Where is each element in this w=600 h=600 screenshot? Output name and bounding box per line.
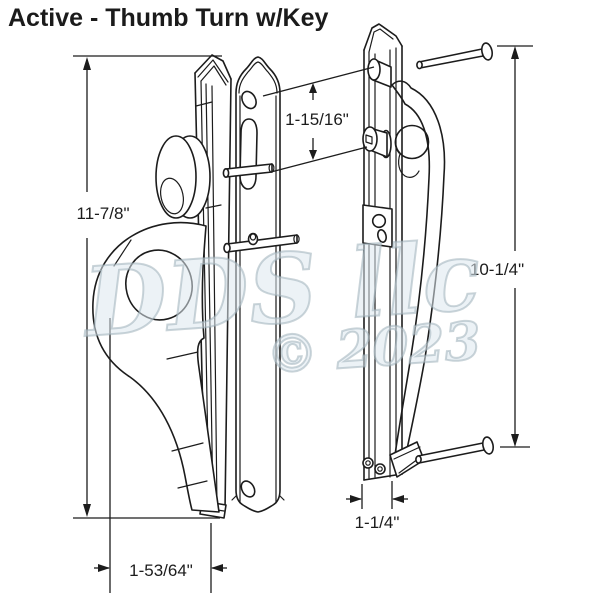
dim-overall-height: 11-7/8": [73, 55, 222, 519]
latch-mechanism: [362, 204, 393, 248]
thumb-turn-knob: [155, 135, 211, 219]
escutcheon-edge-view: [363, 23, 403, 481]
dim-label-screw-spacing: 10-1/4": [470, 260, 524, 279]
figure-plate-front-view: [222, 56, 300, 513]
page-title: Active - Thumb Turn w/Key: [8, 4, 329, 32]
plate-outline: [235, 56, 281, 513]
mounting-rod: [223, 232, 300, 254]
dim-handle-projection: 1-53/64": [94, 318, 227, 593]
bottom-screw-hole: [240, 480, 256, 498]
bottom-fasteners: [362, 457, 386, 475]
dim-key-to-thumbturn: 1-15/16": [262, 66, 375, 173]
thumb-turn-slot: [239, 118, 258, 190]
dim-label-overall-height: 11-7/8": [77, 204, 130, 223]
dim-screw-spacing: 10-1/4": [470, 45, 533, 448]
figure-assembly-back-view: [362, 23, 446, 481]
dim-label-plate-width: 1-1/4": [355, 513, 400, 532]
dim-label-key-to-thumbturn: 1-15/16": [285, 110, 349, 129]
key-cylinder-hole: [241, 90, 257, 110]
spindle-rod: [222, 163, 275, 179]
mounting-screw-top: [416, 42, 494, 70]
dim-plate-width: 1-1/4": [346, 481, 408, 532]
thumb-turn-back: [394, 124, 430, 178]
watermark: DDS llc © 2023: [77, 219, 485, 387]
handle-opening: [125, 249, 193, 321]
pull-handle: [92, 221, 220, 513]
key-cylinder-post: [367, 58, 392, 88]
figure-handle-side-view: [92, 54, 232, 519]
mounting-screw-bottom: [415, 436, 495, 464]
spindle-hub: [362, 126, 392, 159]
dim-label-handle-projection: 1-53/64": [129, 561, 193, 580]
